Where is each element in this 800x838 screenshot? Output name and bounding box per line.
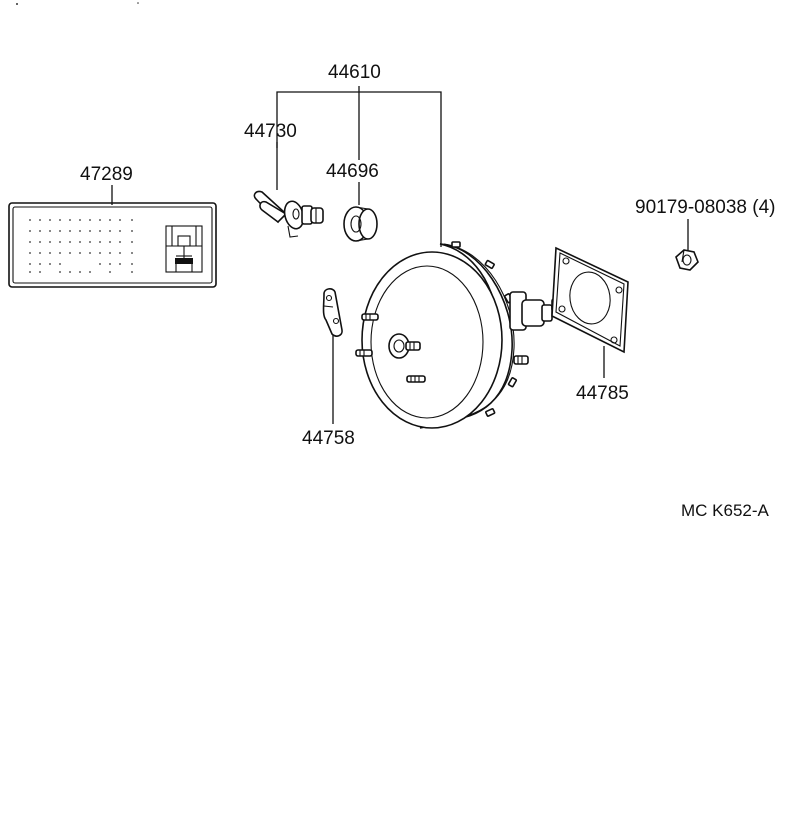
gasket-44785 xyxy=(551,246,629,354)
booster-push-rod xyxy=(388,333,421,359)
bracket-44758 xyxy=(322,288,343,337)
booster-front-studs xyxy=(355,313,426,383)
label-plate-text-dots xyxy=(29,219,133,273)
label-plate-booster-icon xyxy=(165,225,203,273)
check-valve-44730 xyxy=(253,190,324,238)
brake-booster-44610 xyxy=(355,241,571,429)
label-90179-08038: 90179-08038 (4) xyxy=(635,197,776,218)
label-44610: 44610 xyxy=(328,62,381,83)
grommet-44696 xyxy=(343,206,378,242)
scan-specks xyxy=(16,2,139,5)
reference-code: MC K652-A xyxy=(681,501,770,520)
label-44785: 44785 xyxy=(576,383,629,404)
booster-crimp-tabs xyxy=(451,241,518,417)
label-47289: 47289 xyxy=(80,164,133,185)
caution-label-plate xyxy=(8,202,217,288)
leader-lines xyxy=(111,86,689,424)
label-44696: 44696 xyxy=(326,161,379,182)
label-44730: 44730 xyxy=(244,121,297,142)
label-44758: 44758 xyxy=(302,428,355,449)
nut-90179-08038 xyxy=(675,249,699,271)
